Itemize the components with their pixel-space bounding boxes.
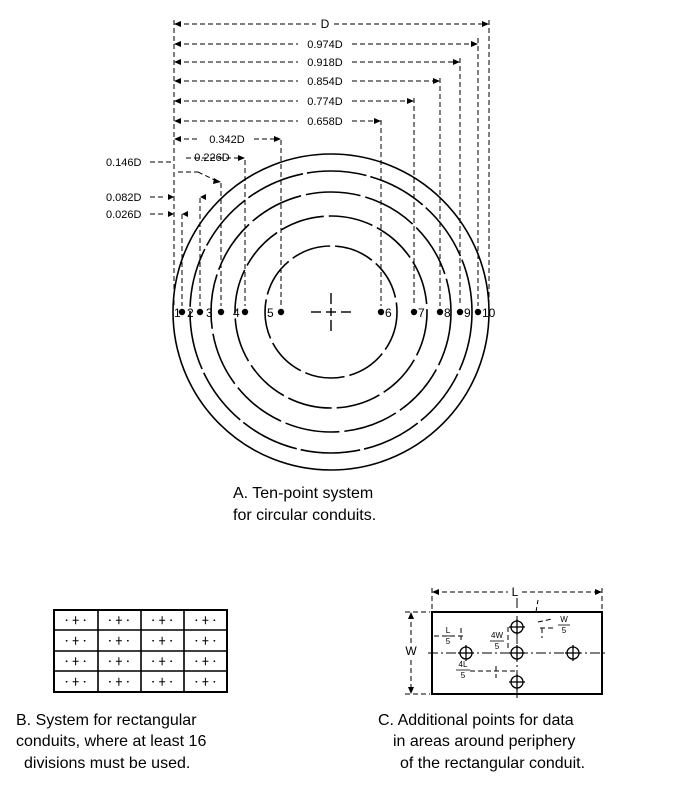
grid-cell-point xyxy=(108,616,129,625)
point-marker-center xyxy=(509,645,525,661)
grid-cell-point xyxy=(65,636,86,645)
width-dimension: W xyxy=(405,611,430,695)
label-L: L xyxy=(512,585,519,599)
grid-cell-point xyxy=(195,677,216,686)
caption-a-line1: A. Ten-point system xyxy=(233,485,373,502)
caption-b-line3: divisions must be used. xyxy=(24,755,190,772)
point-8-dot xyxy=(436,308,444,316)
point-number-6: 6 xyxy=(385,306,392,320)
label-D: D xyxy=(321,17,330,31)
dimension-labels: D 0.974D 0.918D 0.854D 0.774D 0.658D 0.3… xyxy=(106,17,343,221)
dimension-lines xyxy=(176,23,487,183)
fraction-label-l5: L 5 xyxy=(443,626,453,646)
fraction-label-4w5: 4W 5 xyxy=(490,631,504,651)
diagram-b: B. System for rectangular conduits, wher… xyxy=(16,609,228,772)
point-10-dot xyxy=(474,308,482,316)
point-number-7: 7 xyxy=(418,306,425,320)
grid-cell-point xyxy=(195,616,216,625)
grid-cell-point xyxy=(195,657,216,666)
circle-ring-4 xyxy=(234,215,428,409)
point-number-4: 4 xyxy=(233,306,240,320)
fraction-label-w5: W 5 xyxy=(558,615,570,635)
label-W: W xyxy=(405,644,417,658)
svg-text:L: L xyxy=(446,626,451,635)
measurement-points xyxy=(178,308,482,316)
label-0658D: 0.658D xyxy=(307,116,343,128)
additional-points xyxy=(458,619,581,690)
circle-ring-2 xyxy=(189,170,473,454)
caption-b-line1: B. System for rectangular xyxy=(16,712,197,729)
caption-c-line1: C. Additional points for data xyxy=(378,712,574,729)
point-marker-top xyxy=(509,619,525,635)
point-5-dot xyxy=(277,308,285,316)
grid-cell-point xyxy=(65,657,86,666)
caption-b-line2: conduits, where at least 16 xyxy=(16,733,206,750)
caption-a-line2: for circular conduits. xyxy=(233,507,376,524)
point-marker-left xyxy=(458,645,474,661)
svg-text:5: 5 xyxy=(461,671,466,680)
diagram-a: D 0.974D 0.918D 0.854D 0.774D 0.658D 0.3… xyxy=(106,17,496,524)
label-0974D: 0.974D xyxy=(307,39,343,51)
grid-cell-points xyxy=(65,616,216,686)
length-dimension: L xyxy=(431,585,603,610)
point-4-dot xyxy=(241,308,249,316)
circle-ring-3 xyxy=(210,191,452,433)
svg-text:W: W xyxy=(560,615,568,624)
point-number-10: 10 xyxy=(482,306,496,320)
grid-cell-point xyxy=(152,616,173,625)
circle-ring-1 xyxy=(172,153,490,471)
svg-text:5: 5 xyxy=(562,626,567,635)
point-marker-right xyxy=(565,645,581,661)
label-0146D: 0.146D xyxy=(106,157,142,169)
label-0082D: 0.082D xyxy=(106,192,142,204)
diagram-c: L W xyxy=(378,585,606,772)
point-marker-bottom xyxy=(509,674,525,690)
rectangular-grid xyxy=(53,609,228,693)
point-number-3: 3 xyxy=(206,306,213,320)
grid-cell-point xyxy=(195,636,216,645)
point-number-8: 8 xyxy=(444,306,451,320)
circle-ring-5 xyxy=(264,245,398,379)
grid-cell-point xyxy=(65,677,86,686)
center-crosshair xyxy=(311,293,351,331)
grid-cell-point xyxy=(152,657,173,666)
caption-c-line3: of the rectangular conduit. xyxy=(400,755,585,772)
point-numbers: 1 2 3 4 5 6 7 8 9 10 xyxy=(174,306,496,320)
label-0342D: 0.342D xyxy=(209,134,245,146)
label-0918D: 0.918D xyxy=(307,57,343,69)
svg-text:5: 5 xyxy=(446,637,451,646)
svg-text:4W: 4W xyxy=(491,631,503,640)
label-0854D: 0.854D xyxy=(307,76,343,88)
point-3-dot xyxy=(217,308,225,316)
point-number-9: 9 xyxy=(464,306,471,320)
point-7-dot xyxy=(410,308,418,316)
grid-cell-point xyxy=(108,677,129,686)
point-number-1: 1 xyxy=(174,306,181,320)
label-0774D: 0.774D xyxy=(307,96,343,108)
grid-cell-point xyxy=(108,636,129,645)
point-9-dot xyxy=(456,308,464,316)
label-0226D: 0.226D xyxy=(194,152,230,164)
point-number-5: 5 xyxy=(267,306,274,320)
leader-lines xyxy=(150,161,172,215)
label-0026D: 0.026D xyxy=(106,209,142,221)
svg-text:5: 5 xyxy=(495,642,500,651)
caption-c-line2: in areas around periphery xyxy=(393,733,575,750)
inner-dimensions xyxy=(434,599,553,678)
fraction-label-4l5: 4L 5 xyxy=(456,660,470,680)
point-1-dot xyxy=(178,308,186,316)
grid-cell-point xyxy=(108,657,129,666)
point-number-2: 2 xyxy=(187,306,194,320)
arrowheads xyxy=(168,21,489,217)
grid-cell-point xyxy=(152,636,173,645)
concentric-circles xyxy=(172,153,490,471)
extension-lines xyxy=(173,20,490,306)
grid-cell-point xyxy=(65,616,86,625)
svg-text:4L: 4L xyxy=(459,660,468,669)
point-6-dot xyxy=(377,308,385,316)
grid-cell-point xyxy=(152,677,173,686)
point-2-dot xyxy=(196,308,204,316)
